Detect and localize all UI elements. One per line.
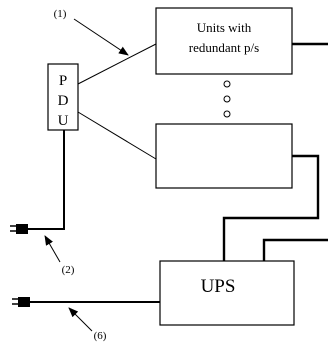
callout-2: (2) [44, 235, 75, 276]
lower-unit-to-ups-cable [222, 154, 320, 261]
callout-1-arrow [73, 18, 129, 56]
ups-box: UPS [159, 260, 295, 326]
callout-6: (6) [68, 307, 107, 342]
callout-1: (1) [54, 8, 129, 56]
units-label-line2: redundant p/s [189, 40, 259, 55]
callout-2-arrow [44, 235, 61, 263]
units-label-line1: Units with [197, 20, 252, 35]
pdu-cables [77, 43, 157, 160]
callout-6-label: (6) [94, 330, 107, 342]
pdu-letter-d: D [58, 93, 69, 109]
callout-6-arrow [68, 307, 93, 332]
ellipsis-dots [223, 80, 231, 118]
ups-power-cord [12, 297, 160, 307]
callout-2-label: (2) [62, 264, 75, 276]
unit-output-cables [222, 42, 328, 261]
unit-box-lower [155, 123, 293, 189]
pdu-input-cable [24, 130, 65, 230]
callout-1-label: (1) [54, 8, 67, 20]
pdu-letter-p: P [59, 73, 67, 89]
pdu-plug-icon [10, 224, 28, 234]
unit-box-upper: Units with redundant p/s [155, 7, 293, 75]
pdu-letter-u: U [58, 113, 69, 129]
pdu-power-cord [10, 130, 65, 234]
pdu-to-upper-unit-cable [77, 43, 157, 85]
pdu-box: P D U [47, 63, 79, 131]
ups-plug-icon [12, 297, 30, 307]
ups-output-cable [262, 238, 328, 261]
ups-label: UPS [201, 276, 236, 297]
pdu-to-lower-unit-cable [77, 111, 157, 160]
